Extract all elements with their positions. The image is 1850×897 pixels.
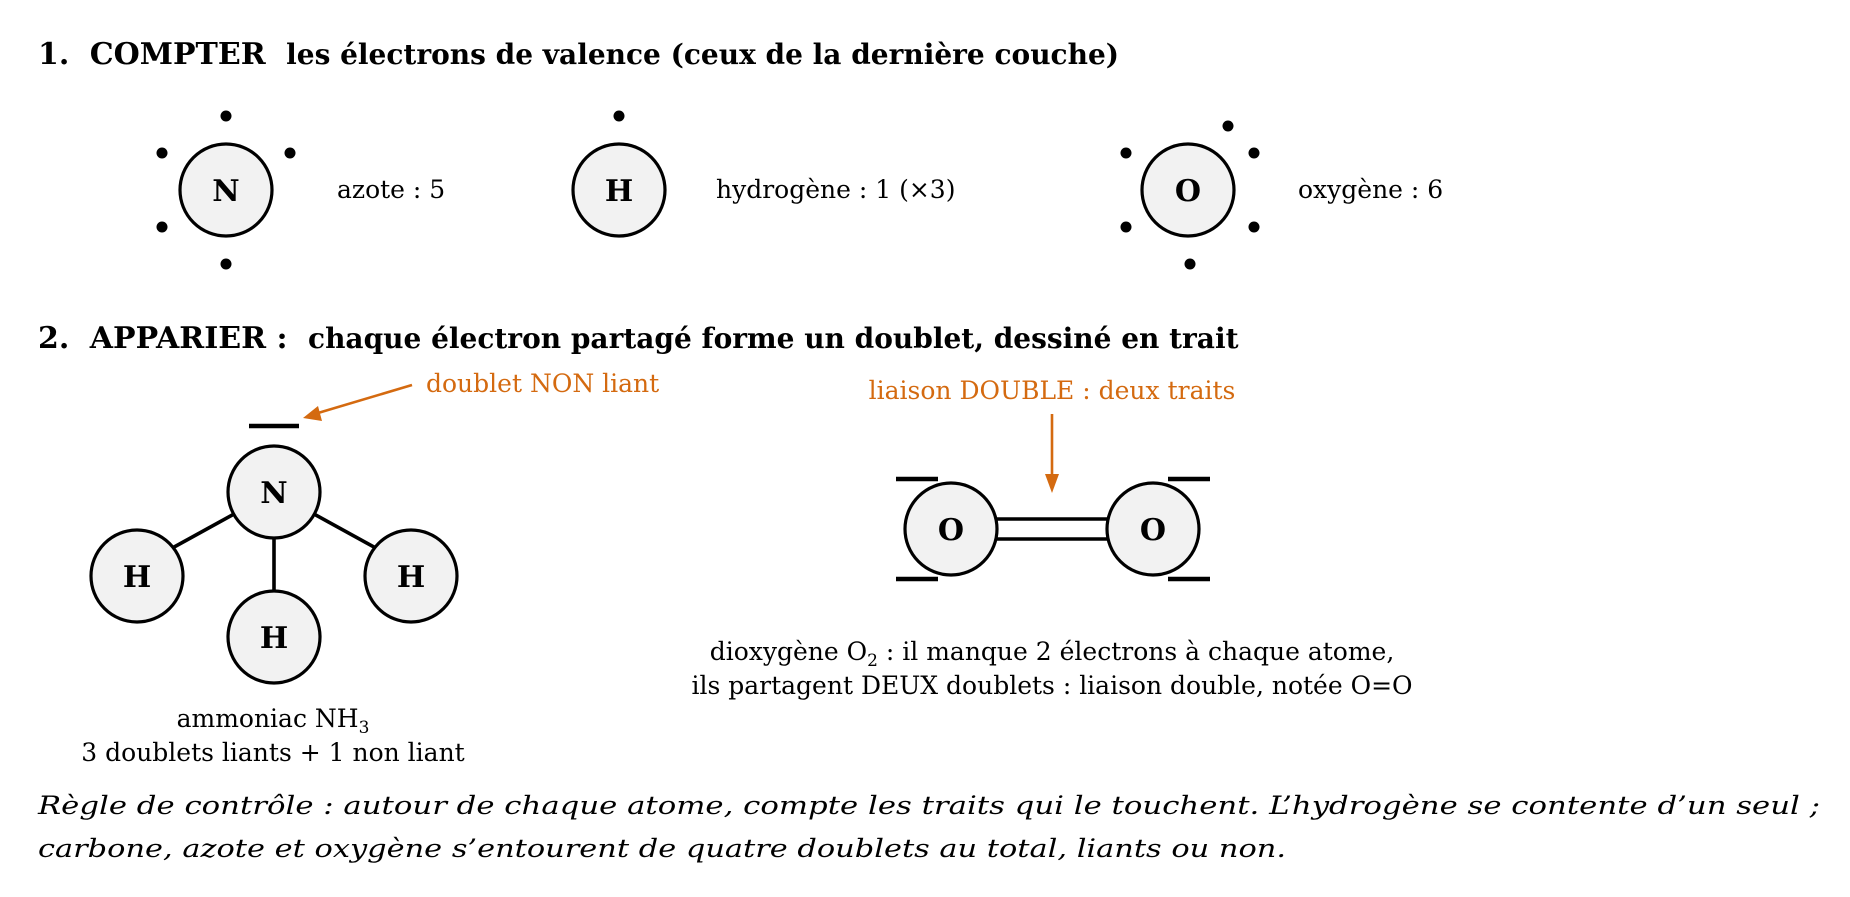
nitrogen-valence-label: azote : 5 xyxy=(337,175,445,204)
double-bond-arrowhead xyxy=(1045,474,1059,493)
ammonia-caption-line1: ammoniac NH3 xyxy=(177,704,370,738)
oxygen-valence-label: oxygène : 6 xyxy=(1298,175,1443,204)
dioxygen-oxygen-left-circle xyxy=(903,481,999,577)
hydrogen-circle xyxy=(571,142,667,238)
valence-electron-dot xyxy=(156,221,168,233)
oxygen-circle xyxy=(1140,142,1236,238)
section1-heading-rest: les électrons de valence (ceux de la der… xyxy=(286,38,1119,71)
dioxygen-oxygen-right-circle xyxy=(1105,481,1201,577)
valence-electron-dot xyxy=(1120,221,1132,233)
ammonia-caption-subscript: 3 xyxy=(359,718,370,738)
hydrogen-valence-label: hydrogène : 1 (×3) xyxy=(716,175,955,204)
ammonia-caption-name: ammoniac NH xyxy=(177,704,359,733)
valence-electron-dot xyxy=(1184,258,1196,270)
valence-electron-dot xyxy=(1248,221,1260,233)
ammonia-molecule: N H H H xyxy=(89,423,459,685)
section1-number: 1. xyxy=(38,37,69,72)
ammonia-hydrogen-bottom-circle xyxy=(226,589,322,685)
ammonia-hydrogen-left-circle xyxy=(89,528,185,624)
nitrogen-circle xyxy=(178,142,274,238)
hydrogen-symbol: H xyxy=(605,174,633,209)
dioxygen-caption-line2: ils partagent DEUX doublets : liaison do… xyxy=(691,671,1412,700)
valence-electron-dot xyxy=(1120,147,1132,159)
control-rule-line2: carbone, azote et oxygène s’entourent de… xyxy=(38,834,1286,863)
section2-heading-rest: chaque électron partagé forme un doublet… xyxy=(308,322,1239,355)
dioxygen-oxygen-left-symbol: O xyxy=(938,513,964,548)
valence-electron-dot xyxy=(156,147,168,159)
valence-electron-dot xyxy=(613,110,625,122)
valence-electron-dot xyxy=(284,147,296,159)
valence-electron-dot xyxy=(1222,120,1234,132)
valence-electron-dot xyxy=(220,258,232,270)
dioxygen-caption-line1: dioxygène O2 : il manque 2 électrons à c… xyxy=(710,637,1395,671)
lone-pair-arrow xyxy=(317,383,413,415)
dioxygen-caption-name: dioxygène O xyxy=(710,637,867,666)
section2-keyword: APPARIER : xyxy=(89,321,288,356)
ammonia-hydrogen-right-circle xyxy=(363,528,459,624)
dioxygen-molecule: O O xyxy=(896,476,1210,582)
control-rule-line1: Règle de contrôle : autour de chaque ato… xyxy=(37,791,1820,820)
dioxygen-caption-rest: : il manque 2 électrons à chaque atome, xyxy=(878,637,1394,666)
oxygen-valence-atom: O xyxy=(1120,120,1260,270)
double-bond-annotation: liaison DOUBLE : deux traits xyxy=(869,376,1236,405)
oxygen-symbol: O xyxy=(1175,174,1201,209)
dioxygen-oxygen-right-symbol: O xyxy=(1140,513,1166,548)
valence-electron-dot xyxy=(220,110,232,122)
valence-electron-dot xyxy=(1248,147,1260,159)
dioxygen-caption-subscript: 2 xyxy=(867,651,878,671)
section2-heading: 2. APPARIER : chaque électron partagé fo… xyxy=(38,321,1239,356)
ammonia-nitrogen-circle xyxy=(226,444,322,540)
hydrogen-valence-atom: H xyxy=(571,110,667,238)
section1-heading: 1. COMPTER les électrons de valence (ceu… xyxy=(38,37,1119,72)
nitrogen-symbol: N xyxy=(212,174,239,209)
lone-pair-arrowhead xyxy=(303,406,322,421)
ammonia-hydrogen-bottom-symbol: H xyxy=(260,621,288,656)
section1-keyword: COMPTER xyxy=(90,37,267,72)
ammonia-hydrogen-right-symbol: H xyxy=(397,560,425,595)
lone-pair-annotation: doublet NON liant xyxy=(426,369,659,398)
ammonia-caption-line2: 3 doublets liants + 1 non liant xyxy=(81,738,464,767)
nitrogen-valence-atom: N xyxy=(156,110,296,270)
ammonia-hydrogen-left-symbol: H xyxy=(123,560,151,595)
section2-number: 2. xyxy=(38,321,69,356)
ammonia-nitrogen-symbol: N xyxy=(260,476,287,511)
